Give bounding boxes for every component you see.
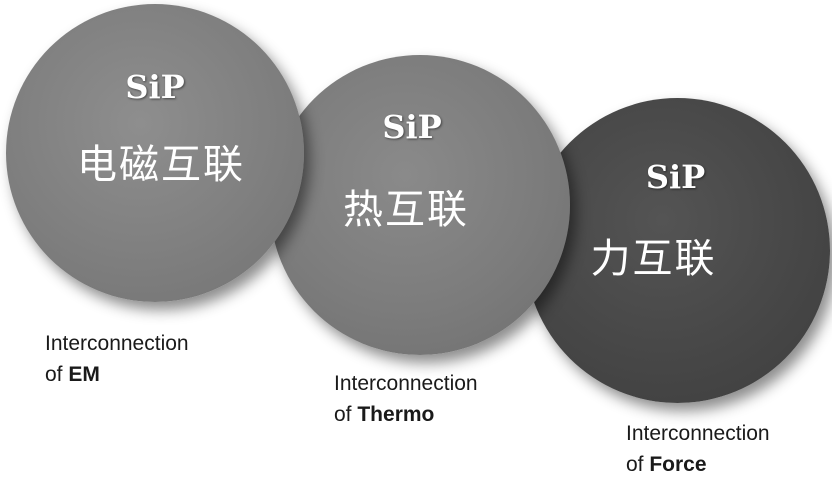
cn-label-thermo: 热互联 xyxy=(343,187,469,233)
caption-em-bold: EM xyxy=(68,363,100,386)
circle-em-interconnection: SiP 电磁互联 xyxy=(6,4,304,302)
caption-force: Interconnection of Force xyxy=(626,418,770,480)
caption-thermo-prefix: of xyxy=(334,403,358,426)
sip-label-thermo: SiP xyxy=(382,108,442,146)
caption-thermo-line2: of Thermo xyxy=(334,399,478,430)
caption-force-line2: of Force xyxy=(626,449,770,480)
caption-thermo-line1: Interconnection xyxy=(334,372,478,395)
caption-force-bold: Force xyxy=(649,453,707,476)
circle-thermo-interconnection: SiP 热互联 xyxy=(270,55,570,355)
sip-label-em: SiP xyxy=(125,68,185,106)
caption-thermo-bold: Thermo xyxy=(357,403,435,426)
cn-label-em: 电磁互联 xyxy=(77,142,245,188)
caption-thermo: Interconnection of Thermo xyxy=(334,368,478,430)
caption-em-line1: Interconnection xyxy=(45,332,189,355)
cn-label-force: 力互联 xyxy=(590,236,717,282)
caption-force-prefix: of xyxy=(626,453,650,476)
circle-force-interconnection: SiP 力互联 xyxy=(525,98,830,403)
caption-em: Interconnection of EM xyxy=(45,328,189,390)
caption-em-prefix: of xyxy=(45,363,69,386)
caption-force-line1: Interconnection xyxy=(626,422,770,445)
caption-em-line2: of EM xyxy=(45,359,189,390)
sip-label-force: SiP xyxy=(645,158,706,196)
